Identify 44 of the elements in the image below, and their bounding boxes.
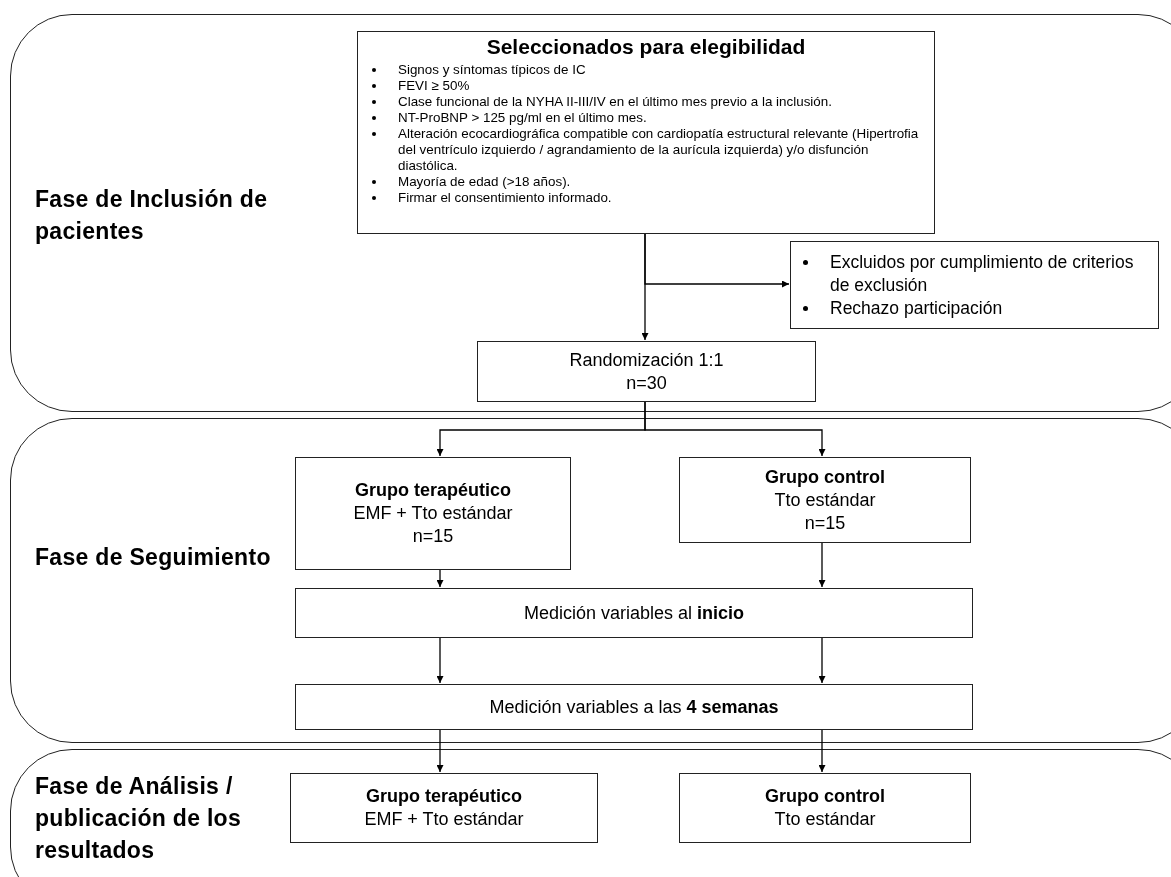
phase-heading: Fase de Seguimiento: [35, 543, 272, 572]
box-text: EMF + Tto estándar: [364, 808, 524, 831]
process-box: [290, 773, 598, 843]
process-box: [477, 341, 816, 402]
arrow: [644, 232, 790, 288]
arrow: [818, 728, 826, 773]
process-box: [679, 773, 971, 843]
box-heading: Grupo control: [765, 785, 885, 808]
box-heading: Grupo terapéutico: [355, 479, 511, 502]
box-text: Tto estándar: [774, 488, 876, 512]
box-text: Randomización 1:1: [569, 348, 724, 372]
process-box: [790, 241, 1159, 329]
box-text: n=15: [804, 511, 846, 535]
process-box: [295, 457, 571, 570]
process-box: [295, 684, 973, 730]
box-text: n=15: [412, 525, 454, 548]
arrow: [436, 568, 444, 588]
phase-heading: Fase de Inclusión de pacientes: [35, 185, 269, 246]
bullet-item: NT-ProBNP > 125 pg/ml en el último mes.: [398, 110, 647, 126]
process-box: [295, 588, 973, 638]
box-heading: Seleccionados para elegibilidad: [485, 35, 807, 59]
arrow: [818, 541, 826, 588]
bullet-item: Mayoría de edad (>18 años).: [398, 174, 571, 190]
arrow: [644, 400, 826, 457]
box-text: Tto estándar: [774, 808, 876, 831]
box-heading: Grupo control: [765, 465, 885, 489]
box-text: EMF + Tto estándar: [353, 502, 513, 525]
bullet-item: FEVI ≥ 50%: [398, 78, 470, 94]
box-text: Medición variables a las 4 semanas: [489, 695, 779, 719]
process-box: [679, 457, 971, 543]
bullet-item: Alteración ecocardiográfica compatible con cardiopatía estructural relevante (Hipertrofia del ventrículo izquierdo / agrandamiento de la aurícula izquierda) y/o disfunción diastólica.: [398, 126, 920, 174]
bullet-item: Signos y síntomas típicos de IC: [398, 62, 586, 78]
process-box: [357, 31, 935, 234]
box-text: Medición variables al inicio: [523, 601, 745, 625]
phase-heading: Fase de Análisis / publicación de los resultados: [35, 772, 243, 865]
arrow: [436, 636, 444, 684]
bullet-item: Firmar el consentimiento informado.: [398, 190, 612, 206]
arrow: [436, 728, 444, 773]
bullet-item: Rechazo participación: [830, 296, 1003, 320]
bullet-item: Clase funcional de la NYHA II-III/IV en el último mes previo a la inclusión.: [398, 94, 832, 110]
box-text: n=30: [626, 371, 667, 395]
box-heading: Grupo terapéutico: [366, 785, 522, 808]
arrow: [818, 636, 826, 684]
bullet-item: Excluidos por cumplimiento de criterios de exclusión: [830, 250, 1135, 297]
